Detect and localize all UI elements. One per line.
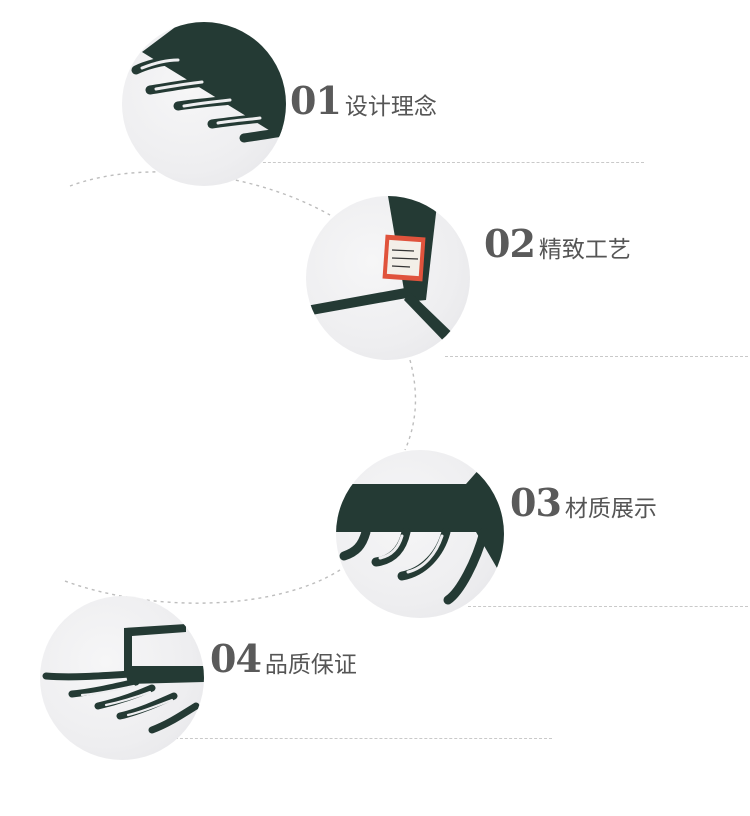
feature-1-title: 设计理念 — [344, 94, 437, 120]
feature-3-divider — [468, 606, 748, 607]
feature-3-photo — [336, 450, 504, 618]
feature-4-label: 04 品质保证 — [210, 636, 357, 681]
feature-4-photo — [40, 596, 204, 760]
rake-head-icon — [131, 22, 286, 143]
feature-3-number: 03 — [510, 480, 562, 525]
feature-4-title: 品质保证 — [264, 652, 357, 678]
feature-1-number: 01 — [290, 78, 342, 123]
feature-2-label: 02 精致工艺 — [484, 221, 631, 266]
feature-4-number: 04 — [210, 636, 262, 681]
rake-handle-joint-icon — [306, 196, 466, 354]
feature-2-title: 精致工艺 — [538, 237, 631, 263]
feature-1-label: 01 设计理念 — [290, 78, 437, 123]
feature-4-divider — [160, 738, 552, 739]
feature-2-divider — [445, 356, 748, 357]
feature-3-label: 03 材质展示 — [510, 480, 657, 525]
rake-head-icon — [336, 450, 504, 605]
feature-2-number: 02 — [484, 221, 536, 266]
rake-bent-handle-icon — [42, 624, 204, 734]
feature-3-title: 材质展示 — [564, 496, 657, 522]
feature-2-photo — [306, 196, 470, 360]
feature-1-photo — [122, 22, 286, 186]
feature-1-divider — [248, 162, 644, 163]
